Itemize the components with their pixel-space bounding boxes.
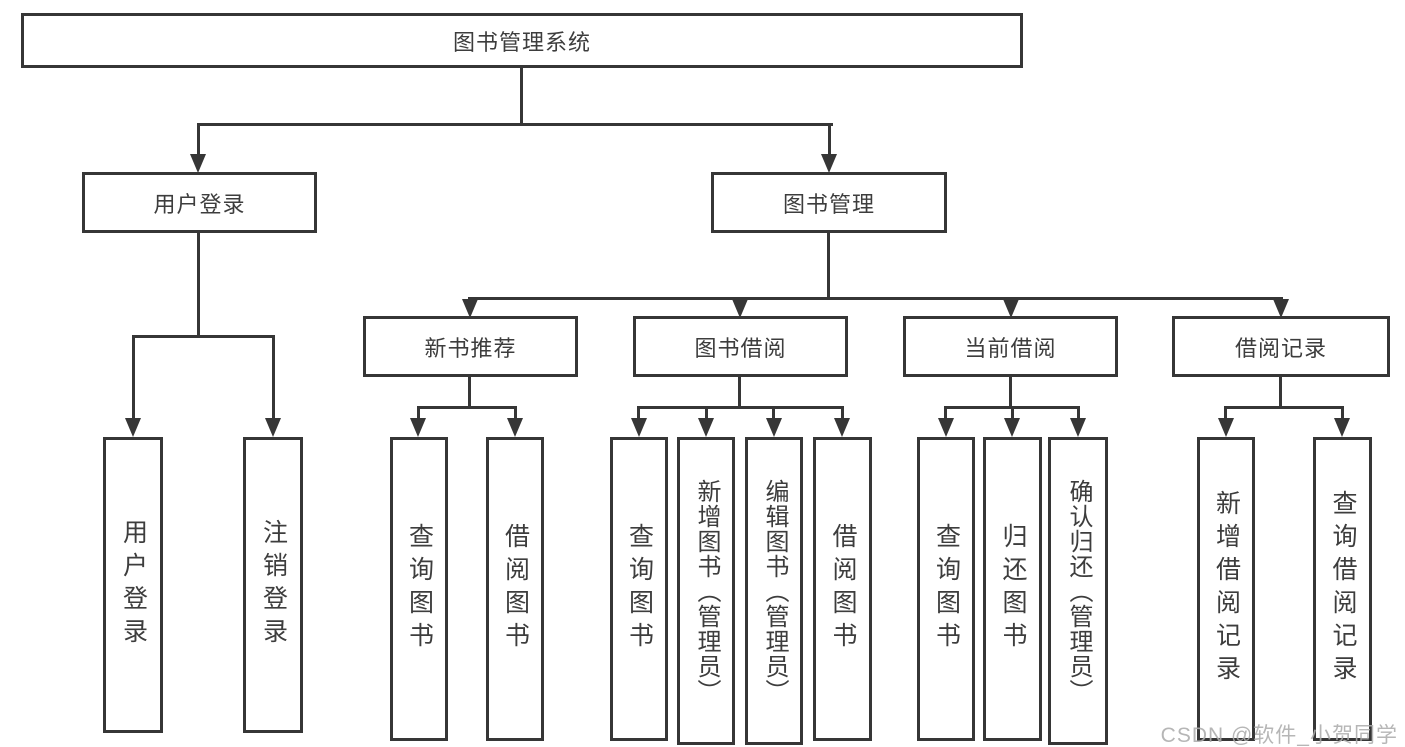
connector-drop-bb-borrow [841,406,844,420]
connector-drop-bb-add [705,406,708,420]
csdn-watermark: CSDN @软件_小贺同学 [1160,724,1398,747]
connector-drop-bb-query [637,406,640,420]
node-bb-edit-book-admin: 编辑图书（管理员） [745,437,803,745]
connector-borrow-records-stem [1279,377,1282,407]
node-cb-return-book: 归还图书 [983,437,1042,741]
leaf-label: 用户登录 [119,519,148,651]
connector-drop-leaf-logout [272,335,275,421]
arrowhead-rec-borrow [507,418,523,437]
arrowhead-cb-confirm [1070,418,1086,437]
leaf-label: 编辑图书（管理员） [761,478,788,704]
arrowhead-new-book-rec [462,299,478,318]
node-bb-borrow-book: 借阅图书 [813,437,872,741]
node-leaf-user-login: 用户登录 [103,437,163,733]
connector-book-borrow-stem [738,377,741,407]
leaf-label: 归还图书 [999,523,1027,655]
connector-borrow-records-rail [1224,406,1344,409]
connector-drop-book-management [828,123,831,157]
node-new-book-recommendation: 新书推荐 [363,316,578,377]
connector-drop-rec-borrow [514,406,517,420]
leaf-label: 确认归还（管理员） [1065,478,1092,704]
node-library-management-system: 图书管理系统 [21,13,1023,68]
connector-new-book-rec-stem [468,377,471,407]
connector-current-borrow-stem [1009,377,1012,407]
node-leaf-logout: 注销登录 [243,437,303,733]
connector-book-borrow-rail [637,406,844,409]
arrowhead-book-management [821,154,837,173]
arrowhead-user-login [190,154,206,173]
node-borrowing-records: 借阅记录 [1172,316,1390,377]
node-cb-confirm-return-admin: 确认归还（管理员） [1048,437,1108,745]
connector-book-management-stem [827,233,830,300]
node-bb-query-book: 查询图书 [610,437,668,741]
leaf-label: 新增图书（管理员） [693,478,720,704]
node-book-management: 图书管理 [711,172,947,233]
connector-drop-cb-confirm [1077,406,1080,420]
leaf-label: 查询图书 [625,523,654,655]
node-br-add-record: 新增借阅记录 [1197,437,1255,741]
arrowhead-bb-borrow [834,418,850,437]
leaf-label: 查询图书 [932,523,961,655]
arrowhead-borrow-records [1273,299,1289,318]
node-rec-query-book: 查询图书 [390,437,448,741]
connector-user-login-stem [197,233,200,338]
node-book-borrowing: 图书借阅 [633,316,848,377]
connector-drop-br-add [1224,406,1227,420]
connector-new-book-rec-rail [417,406,517,409]
connector-drop-leaf-user-login [132,335,135,421]
connector-drop-user-login [197,123,200,157]
node-cb-query-book: 查询图书 [917,437,975,741]
node-current-borrowing: 当前借阅 [903,316,1118,377]
leaf-label: 注销登录 [259,519,288,651]
leaf-label: 查询借阅记录 [1329,490,1357,688]
arrowhead-bb-edit [766,418,782,437]
arrowhead-cb-query [938,418,954,437]
node-br-query-record: 查询借阅记录 [1313,437,1372,741]
arrowhead-leaf-logout [265,418,281,437]
arrowhead-current-borrow [1003,299,1019,318]
connector-level1-rail [197,123,833,126]
leaf-label: 借阅图书 [501,523,530,655]
arrowhead-cb-return [1004,418,1020,437]
leaf-label: 借阅图书 [829,523,857,655]
arrowhead-bb-add [698,418,714,437]
connector-drop-bb-edit [772,406,775,420]
connector-drop-cb-query [944,406,947,420]
leaf-label: 查询图书 [405,523,434,655]
arrowhead-rec-query [410,418,426,437]
arrowhead-leaf-user-login [125,418,141,437]
connector-user-login-rail [132,335,275,338]
connector-level2-rail [468,297,1283,300]
connector-drop-br-query [1341,406,1344,420]
connector-drop-cb-return [1011,406,1014,420]
arrowhead-br-query [1334,418,1350,437]
connector-root-stem [520,68,523,124]
node-user-login: 用户登录 [82,172,317,233]
arrowhead-book-borrow [732,299,748,318]
arrowhead-br-add [1218,418,1234,437]
node-rec-borrow-book: 借阅图书 [486,437,544,741]
arrowhead-bb-query [631,418,647,437]
node-bb-add-book-admin: 新增图书（管理员） [677,437,735,745]
leaf-label: 新增借阅记录 [1212,490,1241,688]
connector-drop-rec-query [417,406,420,420]
